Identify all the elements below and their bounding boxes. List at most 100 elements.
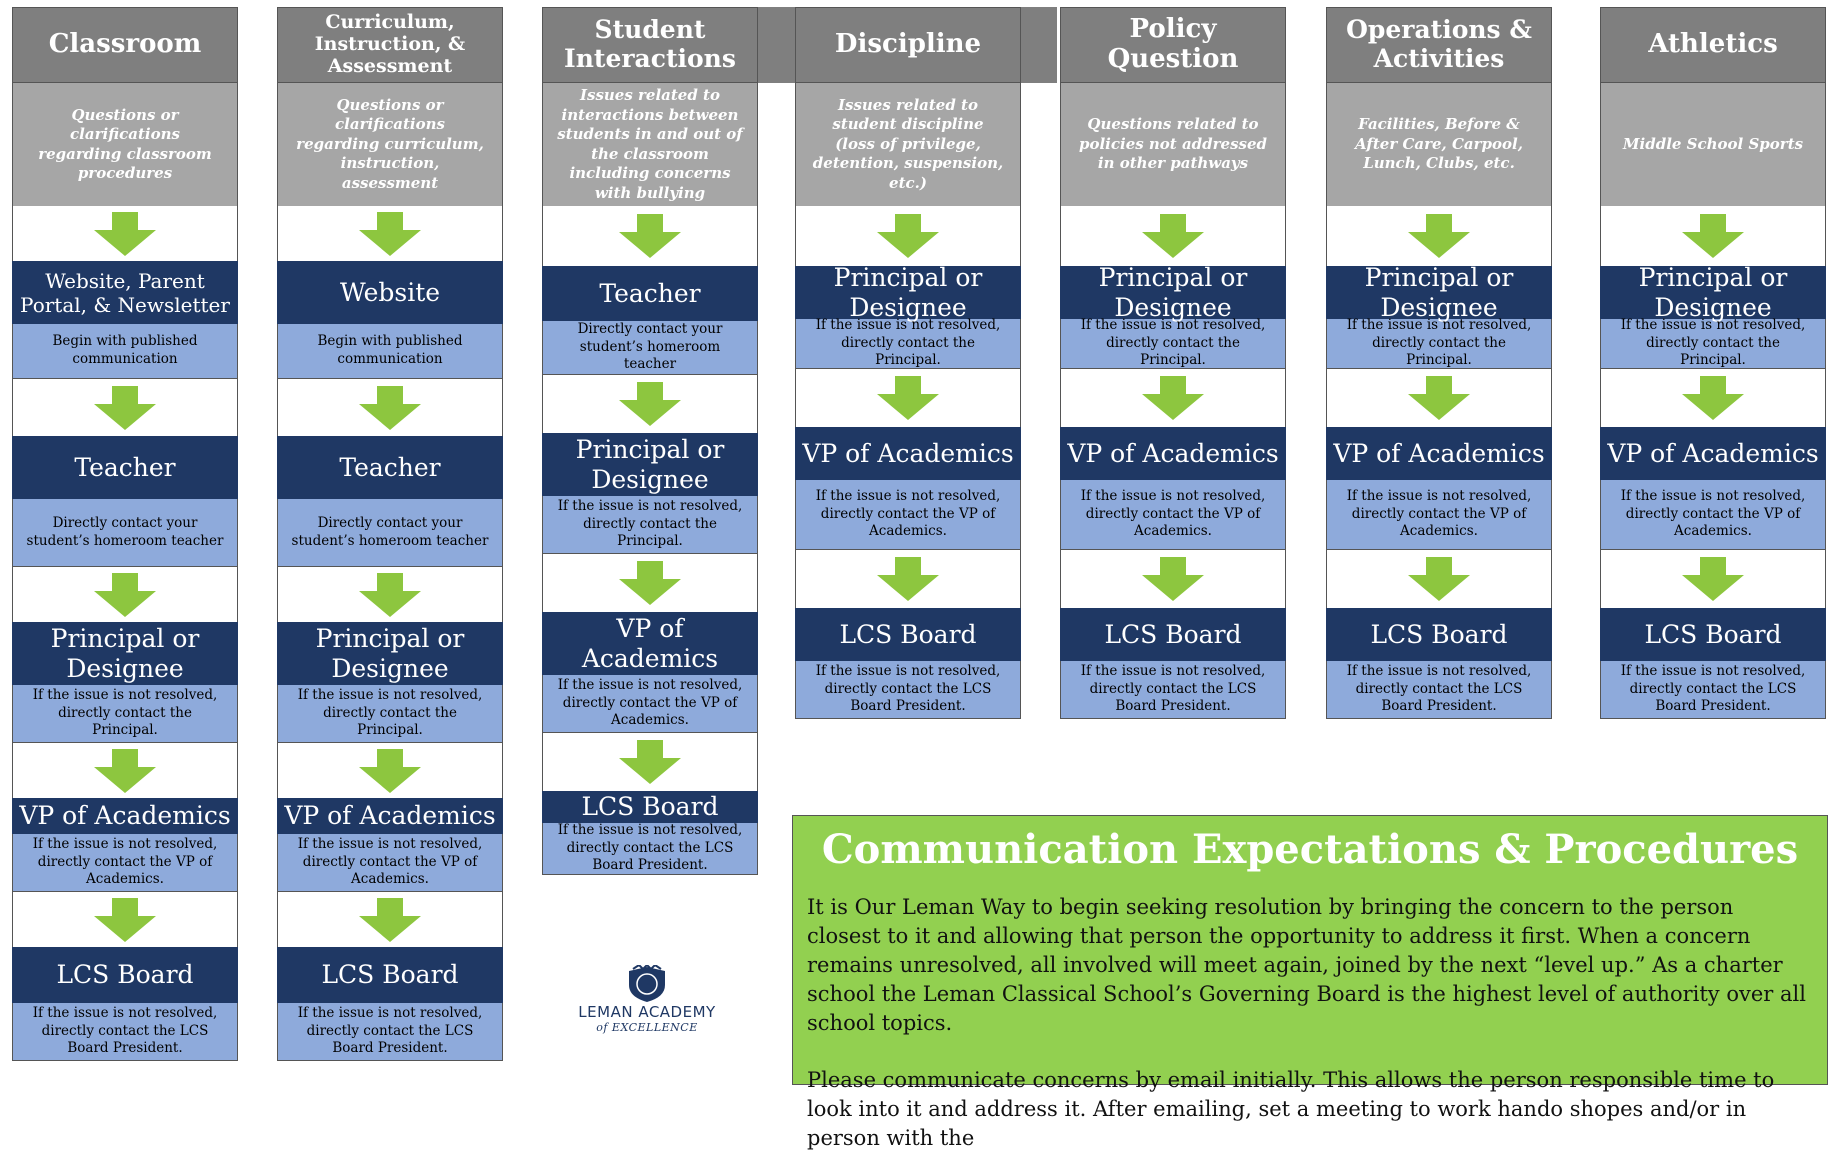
- flow-arrow: [542, 554, 758, 612]
- escalation-level: VP of Academics: [1600, 427, 1826, 480]
- flow-arrow: [12, 743, 238, 798]
- level-instruction: If the issue is not resolved, directly c…: [1060, 480, 1286, 550]
- flow-arrow: [277, 206, 503, 261]
- escalation-level: Principal or Designee: [277, 622, 503, 685]
- panel-paragraph-2: Please communicate concerns by email ini…: [807, 1067, 1775, 1150]
- down-arrow-icon: [359, 897, 421, 942]
- communication-panel: Communication Expectations & Procedures …: [792, 815, 1828, 1150]
- level-instruction: If the issue is not resolved, directly c…: [795, 480, 1021, 550]
- level-instruction: If the issue is not resolved, directly c…: [1326, 661, 1552, 719]
- level-instruction: If the issue is not resolved, directly c…: [12, 834, 238, 892]
- column-description: Questions or clarifications regarding cl…: [12, 83, 238, 206]
- level-instruction: If the issue is not resolved, directly c…: [542, 675, 758, 733]
- column-header: Policy Question: [1060, 7, 1286, 83]
- down-arrow-icon: [877, 376, 939, 420]
- column-description: Questions related to policies not addres…: [1060, 83, 1286, 206]
- escalation-level: VP of Academics: [542, 612, 758, 675]
- escalation-level: VP of Academics: [795, 427, 1021, 480]
- level-instruction: If the issue is not resolved, directly c…: [1060, 317, 1286, 369]
- down-arrow-icon: [619, 740, 681, 784]
- down-arrow-icon: [359, 385, 421, 430]
- level-instruction: Begin with published communication: [277, 324, 503, 379]
- down-arrow-icon: [1682, 214, 1744, 258]
- escalation-level: Teacher: [12, 436, 238, 499]
- down-arrow-icon: [94, 572, 156, 617]
- level-instruction: Directly contact your student’s homeroom…: [12, 499, 238, 567]
- flow-arrow: [12, 379, 238, 436]
- escalation-level: LCS Board: [1060, 608, 1286, 661]
- down-arrow-icon: [1408, 214, 1470, 258]
- level-instruction: If the issue is not resolved, directly c…: [1600, 317, 1826, 369]
- level-instruction: If the issue is not resolved, directly c…: [1600, 661, 1826, 719]
- flow-arrow: [1326, 206, 1552, 266]
- column-header: Student Interactions: [542, 7, 758, 83]
- down-arrow-icon: [1408, 376, 1470, 420]
- level-instruction: If the issue is not resolved, directly c…: [795, 661, 1021, 719]
- down-arrow-icon: [1142, 376, 1204, 420]
- flow-arrow: [1060, 369, 1286, 427]
- flow-arrow: [277, 379, 503, 436]
- column-description: Issues related to interactions between s…: [542, 83, 758, 206]
- flow-arrow: [1326, 369, 1552, 427]
- down-arrow-icon: [94, 748, 156, 793]
- down-arrow-icon: [359, 211, 421, 256]
- down-arrow-icon: [1142, 557, 1204, 601]
- flow-arrow: [1600, 550, 1826, 608]
- level-instruction: If the issue is not resolved, directly c…: [795, 317, 1021, 369]
- down-arrow-icon: [1142, 214, 1204, 258]
- level-instruction: If the issue is not resolved, directly c…: [12, 1003, 238, 1061]
- down-arrow-icon: [1408, 557, 1470, 601]
- flow-arrow: [795, 369, 1021, 427]
- level-instruction: If the issue is not resolved, directly c…: [1600, 480, 1826, 550]
- down-arrow-icon: [359, 572, 421, 617]
- down-arrow-icon: [94, 211, 156, 256]
- escalation-level: LCS Board: [1326, 608, 1552, 661]
- level-instruction: If the issue is not resolved, directly c…: [1326, 317, 1552, 369]
- down-arrow-icon: [877, 214, 939, 258]
- escalation-level: Principal or Designee: [542, 433, 758, 496]
- level-instruction: If the issue is not resolved, directly c…: [542, 822, 758, 875]
- escalation-level: Teacher: [277, 436, 503, 499]
- level-instruction: If the issue is not resolved, directly c…: [12, 685, 238, 743]
- flow-arrow: [795, 550, 1021, 608]
- escalation-level: LCS Board: [542, 791, 758, 823]
- level-instruction: If the issue is not resolved, directly c…: [277, 834, 503, 892]
- escalation-level: LCS Board: [277, 947, 503, 1003]
- escalation-level: LCS Board: [12, 947, 238, 1003]
- down-arrow-icon: [94, 385, 156, 430]
- flow-arrow: [12, 206, 238, 261]
- flow-arrow: [12, 892, 238, 947]
- flow-arrow: [542, 206, 758, 266]
- panel-paragraph-1: It is Our Leman Way to begin seeking res…: [807, 895, 1806, 1035]
- level-instruction: If the issue is not resolved, directly c…: [277, 1003, 503, 1061]
- flow-arrow: [12, 567, 238, 622]
- flow-arrow: [1600, 206, 1826, 266]
- down-arrow-icon: [94, 897, 156, 942]
- level-instruction: If the issue is not resolved, directly c…: [1060, 661, 1286, 719]
- escalation-level: VP of Academics: [277, 798, 503, 834]
- down-arrow-icon: [619, 214, 681, 258]
- column-description: Questions or clarifications regarding cu…: [277, 83, 503, 206]
- flow-arrow: [1060, 206, 1286, 266]
- escalation-level: VP of Academics: [12, 798, 238, 834]
- crest-icon: [629, 965, 665, 1002]
- column-description: Middle School Sports: [1600, 83, 1826, 206]
- flow-arrow: [795, 206, 1021, 266]
- level-instruction: If the issue is not resolved, directly c…: [277, 685, 503, 743]
- down-arrow-icon: [619, 561, 681, 605]
- flow-arrow: [277, 892, 503, 947]
- logo-tagline: of EXCELLENCE: [596, 1021, 698, 1034]
- level-instruction: If the issue is not resolved, directly c…: [1326, 480, 1552, 550]
- escalation-level: Principal or Designee: [12, 622, 238, 685]
- column-header: Operations & Activities: [1326, 7, 1552, 83]
- flow-arrow: [1326, 550, 1552, 608]
- escalation-level: Principal or Designee: [795, 263, 1021, 322]
- escalation-level: Teacher: [542, 266, 758, 321]
- down-arrow-icon: [1682, 557, 1744, 601]
